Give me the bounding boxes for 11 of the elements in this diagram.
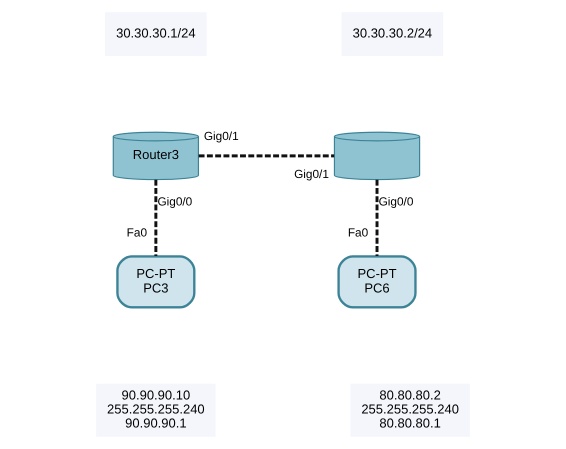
connector — [198, 154, 334, 158]
node-label: Fa0 — [126, 225, 148, 240]
node-box: PC-PT PC6 — [337, 255, 417, 308]
node-label: Gig0/0 — [157, 194, 192, 208]
node-label: Gig0/1 — [204, 128, 239, 143]
connector — [154, 180, 158, 256]
node-label: Gig0/1 — [294, 166, 329, 181]
node-box: PC-PT PC3 — [116, 255, 196, 308]
node-label: Gig0/0 — [378, 194, 414, 208]
node-label: Fa0 — [348, 225, 368, 240]
connector — [376, 180, 378, 256]
